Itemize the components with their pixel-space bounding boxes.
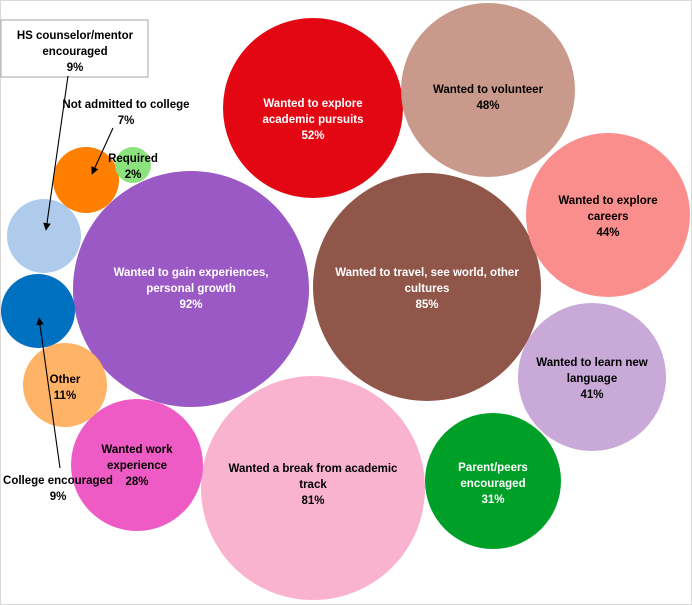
- bubble-other: [23, 343, 107, 427]
- bubble-wanted-to-explore-academic-pursuits: [223, 18, 403, 198]
- callout-box: [0, 19, 149, 78]
- bubble-wanted-to-gain-experiences-personal-growth: [73, 171, 309, 407]
- bubble-college-encouraged: [1, 274, 75, 348]
- bubble-wanted-to-learn-new-language: [518, 303, 666, 451]
- callout-arrow: [91, 127, 114, 175]
- callout-arrow: [43, 75, 69, 231]
- bubble-wanted-to-volunteer: [401, 3, 575, 177]
- bubble-required: [115, 147, 151, 183]
- bubble-not-admitted-to-college: [53, 147, 119, 213]
- bubble-wanted-to-travel-see-world-other-cultures: [313, 173, 541, 401]
- bubble-parent-peers-encouraged: [425, 413, 561, 549]
- bubble-wanted-a-break-from-academic-track: [201, 376, 425, 600]
- bubble-hs-counselor-mentor-encouraged: [7, 199, 81, 273]
- bubble-wanted-work-experience: [71, 399, 203, 531]
- data-label-wanted-to-gain-experiences-personal-growth: Wanted to gain experiences,personal grow…: [114, 267, 269, 311]
- bubble-wanted-to-explore-careers: [526, 133, 690, 297]
- callout-arrow: [36, 317, 61, 469]
